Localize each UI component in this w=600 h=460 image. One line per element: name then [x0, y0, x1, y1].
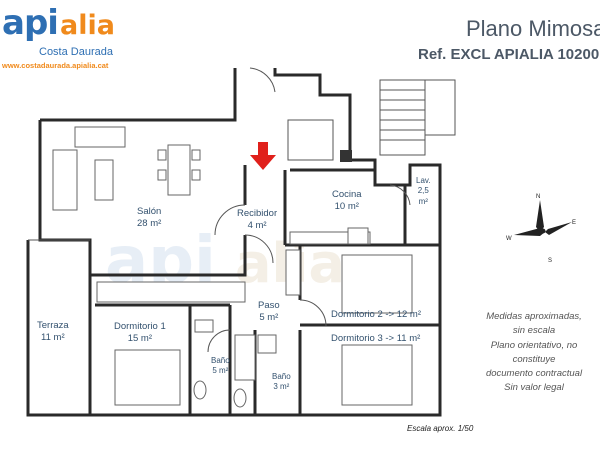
scale-note: Escala aprox. 1/50 [407, 424, 474, 433]
plan-reference: Ref. EXCL APIALIA 10200 [418, 46, 600, 63]
room-dormitorio-3-name: Dormitorio 3 -> 11 m² [331, 333, 421, 344]
disclaimer-line: Plano orientativo, no [490, 339, 578, 351]
disclaimer-line: Sin valor legal [504, 382, 564, 394]
room-terraza-area: 11 m² [41, 332, 65, 344]
disclaimer-line: documento contractual [485, 368, 583, 379]
door-swings [207, 67, 411, 353]
stairwell [379, 79, 456, 156]
room-paso-name: Paso [258, 300, 280, 311]
living-furniture [52, 126, 201, 211]
room-bano-1: Baño 5 m² [211, 356, 230, 377]
exterior-walls [26, 68, 442, 417]
beds [114, 254, 413, 406]
room-bano-1-area: 5 m² [212, 366, 229, 376]
room-lavadero-area-unit: m² [418, 196, 428, 206]
room-cocina-name: Cocina [332, 189, 362, 200]
room-dormitorio-1: Dormitorio 1 15 m² [114, 321, 166, 346]
room-recibidor: Recibidor 4 m² [237, 208, 277, 233]
kitchen-counter [289, 227, 371, 245]
room-salon-area: 28 m² [137, 218, 162, 230]
disclaimer-line: sin escala [512, 325, 556, 337]
room-terraza: Terraza 11 m² [37, 320, 69, 345]
room-lavadero-area-num: 2,5 [417, 186, 429, 196]
elevator-shaft [287, 119, 334, 161]
bathroom-fixtures [193, 319, 277, 408]
room-bano-1-name: Baño [211, 356, 230, 365]
room-terraza-name: Terraza [37, 320, 69, 331]
room-dormitorio-1-area: 15 m² [127, 333, 153, 345]
room-dormitorio-2-name: Dormitorio 2 -> 12 m² [331, 309, 422, 320]
disclaimer-line: Medidas aproximadas, [486, 311, 582, 322]
brand-subtitle: Costa Daurada [39, 46, 113, 58]
plan-title: Plano Mimosa [466, 16, 600, 41]
room-paso: Paso 5 m² [258, 300, 280, 325]
room-bano-2-area: 3 m² [273, 382, 290, 392]
disclaimer-line: constituye [512, 353, 556, 365]
room-lavadero: Lav. 2,5 m² [416, 176, 431, 207]
brand-url: www.costadaurada.apialia.cat [2, 61, 109, 70]
room-dormitorio-1-name: Dormitorio 1 [114, 321, 166, 332]
compass-n: N [536, 194, 540, 200]
compass-e: E [572, 220, 576, 226]
room-dormitorio-3: Dormitorio 3 -> 11 m² [331, 333, 420, 345]
brand-logo-api: api [2, 3, 59, 43]
entrance-arrow [250, 142, 276, 170]
room-cocina: Cocina 10 m² [332, 189, 362, 214]
compass-rose: N S E W [506, 194, 576, 264]
brand-logo-alia: alia [60, 10, 115, 41]
room-salon: Salón 28 m² [137, 206, 161, 231]
room-recibidor-name: Recibidor [237, 208, 278, 219]
chimney-duct [340, 150, 352, 162]
disclaimer: Medidas aproximadas, sin escala Plano or… [468, 310, 600, 396]
room-dormitorio-2: Dormitorio 2 -> 12 m² [331, 309, 421, 321]
room-cocina-area: 10 m² [334, 201, 359, 213]
room-paso-area: 5 m² [259, 312, 279, 324]
wardrobes [96, 249, 301, 303]
room-bano-2: Baño 3 m² [272, 372, 291, 393]
compass-w: W [506, 236, 512, 242]
compass-s: S [548, 258, 552, 264]
room-salon-name: Salón [137, 206, 162, 217]
room-recibidor-area: 4 m² [247, 220, 267, 232]
room-lavadero-name: Lav. [416, 176, 431, 185]
room-bano-2-name: Baño [272, 372, 291, 381]
